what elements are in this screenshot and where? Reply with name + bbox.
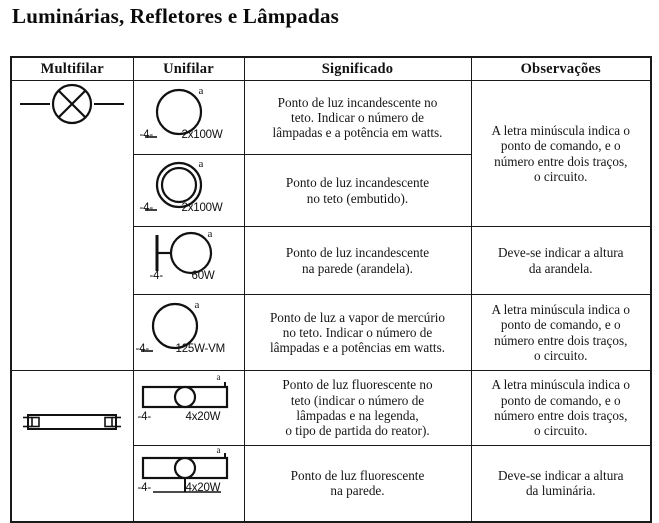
fluorescent-wall-symbol: a -4- 4x20W xyxy=(134,445,244,521)
circuit-label: -4- xyxy=(135,343,150,355)
power-label: 125W-VM xyxy=(175,343,226,355)
observacoes-line: ponto de comando, e o xyxy=(500,317,621,333)
significado-line: Ponto de luz a vapor de mercúrio xyxy=(269,309,446,325)
page-title: Luminárias, Refletores e Lâmpadas xyxy=(12,4,340,28)
significado-line: Ponto de luz incandescente no xyxy=(277,94,438,110)
observacoes-line: número entre dois traços, xyxy=(494,408,628,423)
significado-cell: Ponto de luz incandescente no teto. Indi… xyxy=(243,80,472,155)
observacoes-cell: A letra minúscula indica o ponto de coma… xyxy=(470,294,652,371)
significado-line: Ponto de luz fluorescente no xyxy=(282,377,433,393)
observacoes-line: ponto de comando, e o xyxy=(500,392,621,408)
significado-line: Ponto de luz incandescente xyxy=(285,175,430,191)
table-row: a -4- 4x20W Ponto de luz fluorescente na… xyxy=(11,445,652,522)
observacoes-line: o circuito. xyxy=(534,168,588,184)
observacoes-line: Deve-se indicar a altura xyxy=(497,245,624,261)
unifilar-cell-wall-sconce: a -4- 60W xyxy=(132,226,245,295)
significado-line: lâmpadas e a potência em watts. xyxy=(272,125,443,141)
significado-cell: Ponto de luz a vapor de mercúrio no teto… xyxy=(243,294,472,371)
command-letter-label: a xyxy=(207,228,213,240)
significado-cell: Ponto de luz incandescente no teto (embu… xyxy=(243,154,472,227)
unifilar-cell-fluorescent-wall: a -4- 4x20W xyxy=(132,445,245,522)
significado-line: na parede. xyxy=(330,483,385,499)
observacoes-cell: Deve-se indicar a altura da luminária. xyxy=(470,445,652,522)
power-label: 60W xyxy=(191,270,215,282)
lamp-x-circle-symbol xyxy=(12,81,133,370)
command-letter-label: a xyxy=(198,158,204,170)
significado-cell: Ponto de luz fluorescente no teto (indic… xyxy=(243,370,472,446)
fluorescent-tube-symbol xyxy=(12,371,133,521)
observacoes-line: o circuito. xyxy=(534,423,588,439)
significado-line: no teto. Indicar o número de xyxy=(282,324,433,340)
power-label: 2x100W xyxy=(181,129,223,141)
significado-line: teto (indicar o número de xyxy=(290,392,425,408)
fluorescent-ceiling-symbol: a -4- 4x20W xyxy=(134,371,244,445)
table-row: a -4- 2x100W Ponto de luz incandescente … xyxy=(10,80,652,371)
wall-sconce-symbol: a -4- 60W xyxy=(134,227,244,294)
significado-line: o tipo de partida do reator). xyxy=(285,423,430,439)
table-row: a -4- 2x100W Ponto de luz incandescente … xyxy=(11,154,651,227)
observacoes-line: o circuito. xyxy=(534,347,588,363)
significado-line: Ponto de luz fluorescente xyxy=(290,467,425,483)
unifilar-cell-circle-lamp: a -4- 2x100W xyxy=(132,80,245,155)
observacoes-cell: A letra minúscula indica o ponto de coma… xyxy=(470,80,652,227)
command-letter-label: a xyxy=(194,299,200,311)
table-row: a -4- 4x20W Ponto de luz fluorescente no… xyxy=(10,370,652,522)
significado-line: no teto (embutido). xyxy=(306,190,409,206)
observacoes-line: da luminária. xyxy=(525,483,596,499)
unifilar-cell-fluorescent-ceiling: a -4- 4x20W xyxy=(132,370,245,446)
circuit-label: -4- xyxy=(139,129,154,141)
significado-line: lâmpadas e na legenda, xyxy=(296,408,419,423)
unifilar-cell-double-circle-lamp: a -4- 2x100W xyxy=(132,154,245,227)
power-label: 4x20W xyxy=(185,482,221,494)
circuit-label: -4- xyxy=(149,270,164,282)
table-row: a -4- 125W-VM Ponto de luz a vapor de me… xyxy=(11,294,652,371)
unifilar-cell-mercury-lamp: a -4- 125W-VM xyxy=(132,294,245,371)
observacoes-line: número entre dois traços, xyxy=(494,332,628,348)
significado-line: lâmpadas e a potências em watts. xyxy=(269,340,446,356)
circuit-label: -4- xyxy=(139,202,154,214)
observacoes-line: ponto de comando, e o xyxy=(500,138,621,154)
command-letter-label: a xyxy=(216,372,221,382)
significado-line: teto. Indicar o número de xyxy=(291,109,424,125)
significado-cell: Ponto de luz fluorescente na parede. xyxy=(243,445,472,522)
circle-lamp-symbol: a -4- 2x100W xyxy=(134,81,244,154)
column-header-significado: Significado xyxy=(243,56,472,81)
table-header-row: Multifilar Unifilar Significado Observaç… xyxy=(10,56,652,81)
observacoes-line: A letra minúscula indica o xyxy=(491,377,630,393)
observacoes-cell: Deve-se indicar a altura da arandela. xyxy=(470,226,652,295)
observacoes-line: A letra minúscula indica o xyxy=(491,301,630,317)
significado-line: na parede (arandela). xyxy=(302,260,413,276)
multifilar-cell-lamp xyxy=(10,80,134,371)
observacoes-cell: A letra minúscula indica o ponto de coma… xyxy=(470,370,652,446)
command-letter-label: a xyxy=(216,445,221,455)
column-header-observacoes: Observações xyxy=(470,56,652,81)
double-circle-lamp-symbol: a -4- 2x100W xyxy=(134,155,244,226)
circle-lamp-symbol: a -4- 125W-VM xyxy=(134,295,244,370)
observacoes-line: número entre dois traços, xyxy=(494,153,628,169)
circuit-label: -4- xyxy=(137,482,152,494)
observacoes-line: A letra minúscula indica o xyxy=(491,122,630,138)
multifilar-cell-fluorescent xyxy=(10,370,134,522)
command-letter-label: a xyxy=(198,85,204,97)
observacoes-line: Deve-se indicar a altura xyxy=(497,467,624,483)
column-header-unifilar: Unifilar xyxy=(132,56,245,81)
significado-cell: Ponto de luz incandescente na parede (ar… xyxy=(243,226,472,295)
luminaires-symbol-table: Multifilar Unifilar Significado Observaç… xyxy=(10,56,652,523)
column-header-multifilar: Multifilar xyxy=(10,56,134,81)
circuit-label: -4- xyxy=(137,411,152,423)
significado-line: Ponto de luz incandescente xyxy=(285,245,430,261)
power-label: 2x100W xyxy=(181,202,223,214)
observacoes-line: da arandela. xyxy=(528,260,593,276)
power-label: 4x20W xyxy=(185,411,221,423)
